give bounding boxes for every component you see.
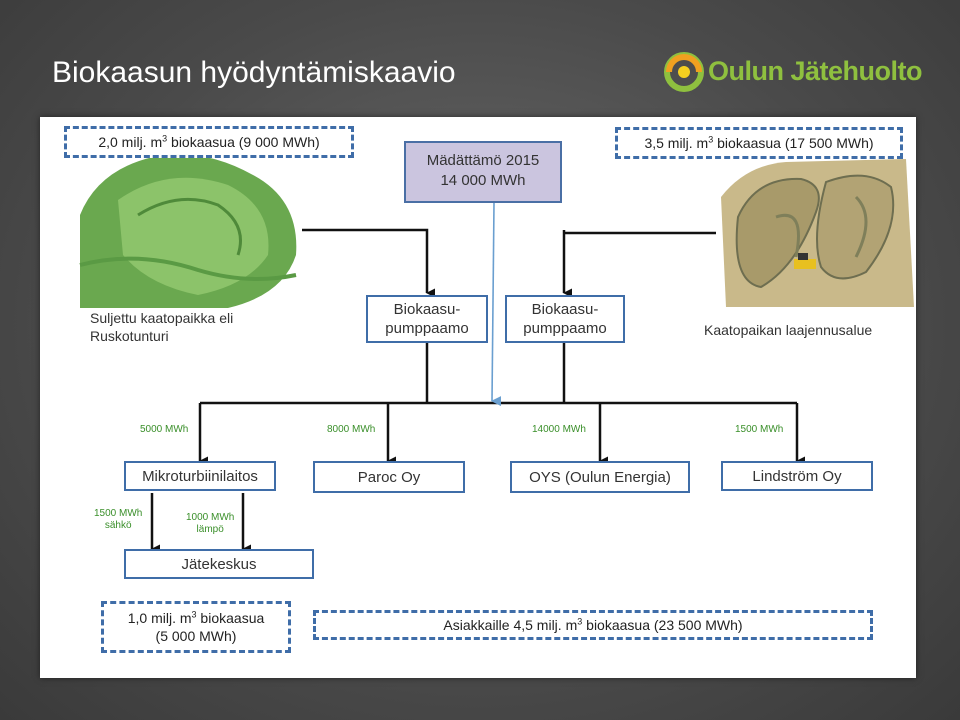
- bottom-left-gas-line2: (5 000 MWh): [155, 628, 237, 644]
- madattamo-arrow: [491, 202, 502, 407]
- closed-landfill-label: Suljettu kaatopaikka eli Ruskotunturi: [90, 310, 234, 344]
- landfill-extension-image: [721, 159, 914, 307]
- closed-landfill-image: [79, 154, 297, 308]
- top-right-gas-box: 3,5 milj. m3 biokaasua (17 500 MWh): [615, 127, 903, 159]
- top-left-gas-box: 2,0 milj. m3 biokaasua (9 000 MWh): [64, 126, 354, 158]
- madattamo-line2: 14 000 MWh: [440, 172, 526, 189]
- flow-label-lindstrom: 1500 MWh: [735, 424, 784, 435]
- electricity-flow-label: 1500 MWh sähkö: [94, 508, 143, 531]
- landfill-extension-label: Kaatopaikan laajennusalue: [704, 322, 873, 338]
- bottom-right-gas-box: Asiakkaille 4,5 milj. m3 biokaasua (23 5…: [313, 610, 873, 640]
- consumer-paroc: Paroc Oy: [313, 461, 465, 493]
- bottom-left-gas-line1: 1,0 milj. m3 biokaasua: [127, 609, 265, 626]
- madattamo-line1: Mädättämö 2015: [426, 152, 540, 169]
- consumer-lindstrom: Lindström Oy: [721, 461, 873, 491]
- madattamo-box: Mädättämö 2015 14 000 MWh: [404, 141, 562, 203]
- consumer-mikroturbiinilaitos: Mikroturbiinilaitos: [124, 461, 276, 491]
- bottom-right-gas-text: Asiakkaille 4,5 milj. m3 biokaasua (23 5…: [443, 616, 743, 633]
- diagram-panel: 2,0 milj. m3 biokaasua (9 000 MWh) Mädät…: [40, 117, 916, 678]
- heat-flow-label: 1000 MWh lämpö: [186, 512, 235, 535]
- bottom-left-gas-box: 1,0 milj. m3 biokaasua (5 000 MWh): [101, 601, 291, 653]
- top-left-gas-text: 2,0 milj. m3 biokaasua (9 000 MWh): [98, 133, 320, 150]
- flow-label-oys: 14000 MWh: [532, 424, 586, 435]
- pump-station-right: Biokaasu- pumppaamo: [505, 295, 625, 343]
- flow-label-mikro: 5000 MWh: [140, 424, 189, 435]
- company-logo: Oulun Jätehuolto: [664, 52, 924, 96]
- pump-station-left: Biokaasu- pumppaamo: [366, 295, 488, 343]
- logo-text: Oulun Jätehuolto: [708, 56, 923, 86]
- jatekeskus-box: Jätekeskus: [124, 549, 314, 579]
- consumer-oys: OYS (Oulun Energia): [510, 461, 690, 493]
- flow-label-paroc: 8000 MWh: [327, 424, 376, 435]
- flow-lines: [150, 202, 805, 554]
- slide-title: Biokaasun hyödyntämiskaavio: [52, 56, 456, 89]
- top-right-gas-text: 3,5 milj. m3 biokaasua (17 500 MWh): [644, 134, 874, 151]
- sun-ring-logo-icon: [664, 52, 704, 92]
